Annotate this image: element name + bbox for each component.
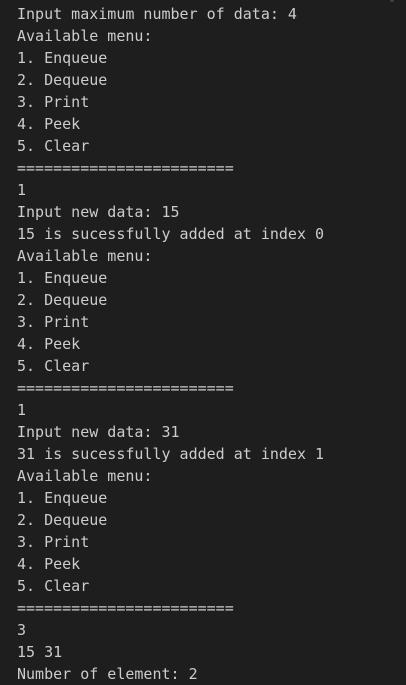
element-count: Number of element: 2 — [17, 665, 198, 683]
menu-item-clear: 5. Clear — [17, 137, 90, 155]
menu-item-dequeue: 2. Dequeue — [17, 71, 108, 89]
menu-item-peek: 4. Peek — [17, 555, 81, 573]
status-message: 15 is sucessfully added at index 0 — [17, 225, 325, 243]
user-choice: 3 — [17, 621, 27, 639]
menu-item-enqueue: 1. Enqueue — [17, 49, 108, 67]
menu-item-peek: 4. Peek — [17, 335, 81, 353]
status-message: 31 is sucessfully added at index 1 — [17, 445, 325, 463]
menu-item-enqueue: 1. Enqueue — [17, 489, 108, 507]
menu-item-dequeue: 2. Dequeue — [17, 291, 108, 309]
prompt-new-data: Input new data: 31 — [17, 423, 180, 441]
separator: ======================== — [17, 599, 234, 617]
prompt-max-data: Input maximum number of data: 4 — [17, 5, 297, 23]
menu-item-clear: 5. Clear — [17, 577, 90, 595]
menu-title: Available menu: — [17, 247, 153, 265]
separator: ======================== — [17, 379, 234, 397]
menu-item-enqueue: 1. Enqueue — [17, 269, 108, 287]
queue-contents: 15 31 — [17, 643, 63, 661]
menu-item-print: 3. Print — [17, 313, 90, 331]
menu-item-peek: 4. Peek — [17, 115, 81, 133]
user-choice: 1 — [17, 181, 27, 199]
menu-title: Available menu: — [17, 467, 153, 485]
scrollbar-thumb[interactable] — [390, 0, 394, 2]
menu-item-print: 3. Print — [17, 93, 90, 111]
prompt-new-data: Input new data: 15 — [17, 203, 180, 221]
menu-item-clear: 5. Clear — [17, 357, 90, 375]
menu-item-print: 3. Print — [17, 533, 90, 551]
separator: ======================== — [17, 159, 234, 177]
menu-item-dequeue: 2. Dequeue — [17, 511, 108, 529]
user-choice: 1 — [17, 401, 27, 419]
menu-title: Available menu: — [17, 27, 153, 45]
